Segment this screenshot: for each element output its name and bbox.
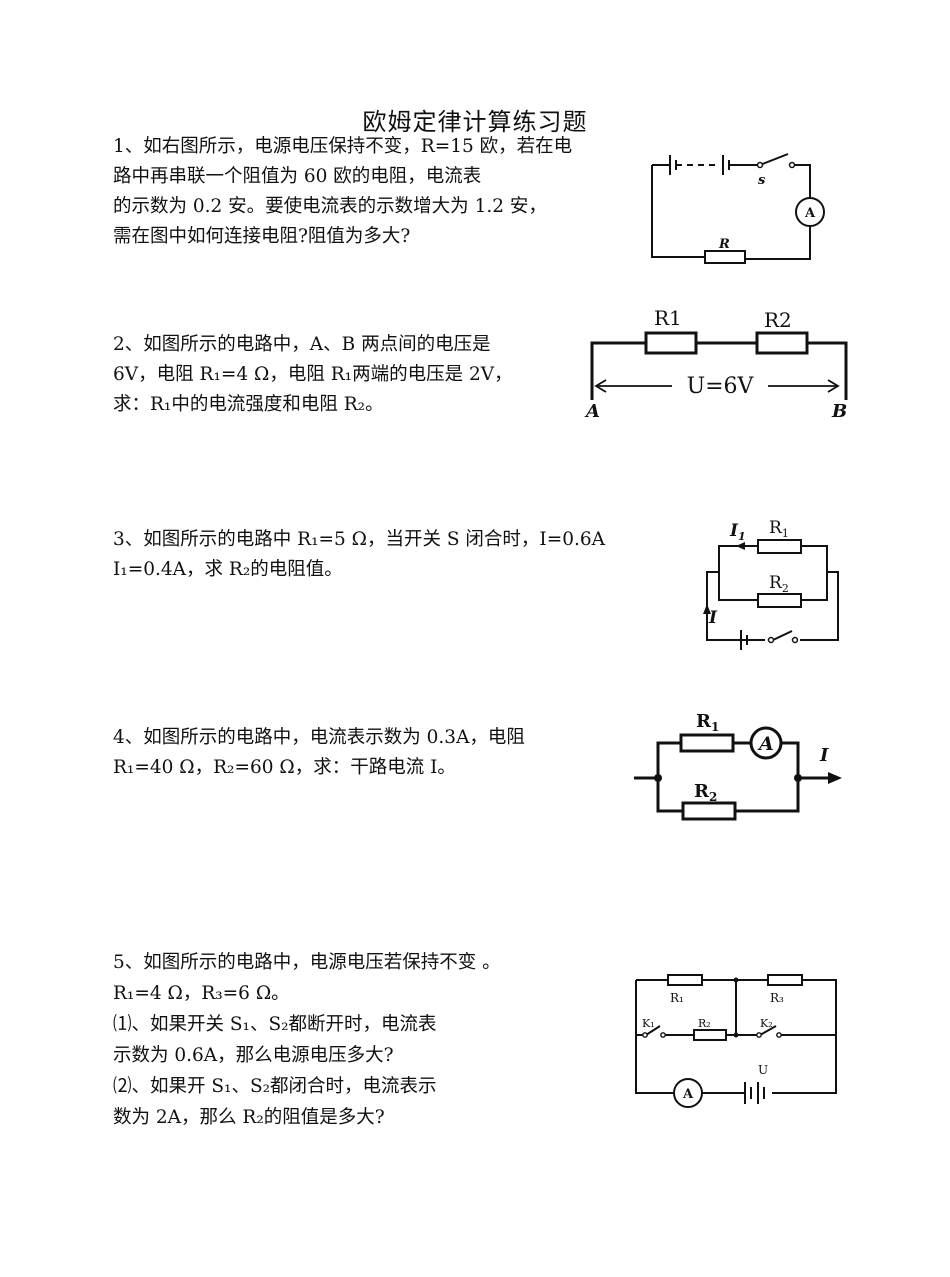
question-1-line: 1、如右图所示，电源电压保持不变，R=15 欧，若在电: [113, 136, 573, 157]
r2-label: R2: [764, 308, 792, 332]
i-label: I: [708, 608, 718, 628]
question-5-line: ⑴、如果开关 S₁、S₂都断开时，电流表: [113, 1014, 437, 1035]
question-4-line: 4、如图所示的电路中，电流表示数为 0.3A，电阻: [113, 727, 525, 748]
question-1-line: 路中再串联一个阻值为 60 欧的电阻，电流表: [113, 166, 482, 187]
question-4: 4、如图所示的电路中，电流表示数为 0.3A，电阻 R₁=40 Ω，R₂=60 …: [113, 723, 525, 783]
question-3-line: I₁=0.4A，求 R₂的电阻值。: [113, 559, 343, 580]
question-1: 1、如右图所示，电源电压保持不变，R=15 欧，若在电 路中再串联一个阻值为 6…: [113, 132, 572, 252]
r1-label: R1: [769, 518, 789, 540]
r1-label: R1: [654, 306, 682, 330]
i1-label: I1: [729, 521, 746, 543]
question-1-line: 需在图中如何连接电阻?阻值为多大?: [113, 226, 411, 247]
question-5-line: 5、如图所示的电路中，电源电压若保持不变 。: [113, 952, 501, 973]
question-3-line: 3、如图所示的电路中 R₁=5 Ω，当开关 S 闭合时，I=0.6A: [113, 529, 606, 550]
question-4-line: R₁=40 Ω，R₂=60 Ω，求：干路电流 I。: [113, 757, 456, 778]
figure-4-circuit: R1 A I R2: [628, 705, 853, 830]
u-label: U: [758, 1063, 768, 1077]
k2-label: K₂: [760, 1017, 773, 1030]
question-5-line: 数为 2A，那么 R₂的阻值是多大?: [113, 1107, 385, 1128]
question-3: 3、如图所示的电路中 R₁=5 Ω，当开关 S 闭合时，I=0.6A I₁=0.…: [113, 525, 605, 585]
figure-1-circuit: s A R: [640, 145, 840, 270]
r3-label: R₃: [770, 991, 784, 1005]
question-2-line: 求：R₁中的电流强度和电阻 R₂。: [113, 394, 384, 415]
figure-2-circuit: R1 R2 U=6V A B: [580, 300, 865, 425]
question-5-line: R₁=4 Ω，R₃=6 Ω。: [113, 983, 290, 1004]
figure-3-circuit: I1 R1 R2 I: [695, 512, 850, 652]
voltage-label: U=6V: [687, 374, 755, 399]
r2-label: R2: [769, 573, 789, 595]
ammeter-label: A: [804, 206, 816, 221]
page-title: 欧姆定律计算练习题: [362, 108, 588, 136]
r2-label: R₂: [698, 1017, 711, 1030]
r1-label: R₁: [670, 991, 684, 1005]
resistor-label: R: [718, 237, 730, 252]
question-2-line: 2、如图所示的电路中，A、B 两点间的电压是: [113, 334, 491, 355]
point-a-label: A: [584, 401, 600, 422]
i-label: I: [819, 745, 829, 766]
r1-label: R1: [696, 711, 719, 734]
figure-5-circuit: R₁ R₃ K₁ R₂ K₂ U A: [628, 970, 843, 1115]
question-2: 2、如图所示的电路中，A、B 两点间的电压是 6V，电阻 R₁=4 Ω，电阻 R…: [113, 330, 513, 420]
question-1-line: 的示数为 0.2 安。要使电流表的示数增大为 1.2 安，: [113, 196, 547, 217]
point-b-label: B: [831, 401, 847, 422]
r2-label: R2: [694, 781, 717, 804]
question-2-line: 6V，电阻 R₁=4 Ω，电阻 R₁两端的电压是 2V，: [113, 364, 513, 385]
switch-label: s: [758, 173, 766, 188]
question-5-line: ⑵、如果开 S₁、S₂都闭合时，电流表示: [113, 1076, 437, 1097]
ammeter-label: A: [682, 1087, 694, 1102]
question-5: 5、如图所示的电路中，电源电压若保持不变 。 R₁=4 Ω，R₃=6 Ω。 ⑴、…: [113, 947, 501, 1133]
question-5-line: 示数为 0.6A，那么电源电压多大?: [113, 1045, 394, 1066]
k1-label: K₁: [642, 1017, 655, 1030]
ammeter-label: A: [757, 733, 774, 755]
